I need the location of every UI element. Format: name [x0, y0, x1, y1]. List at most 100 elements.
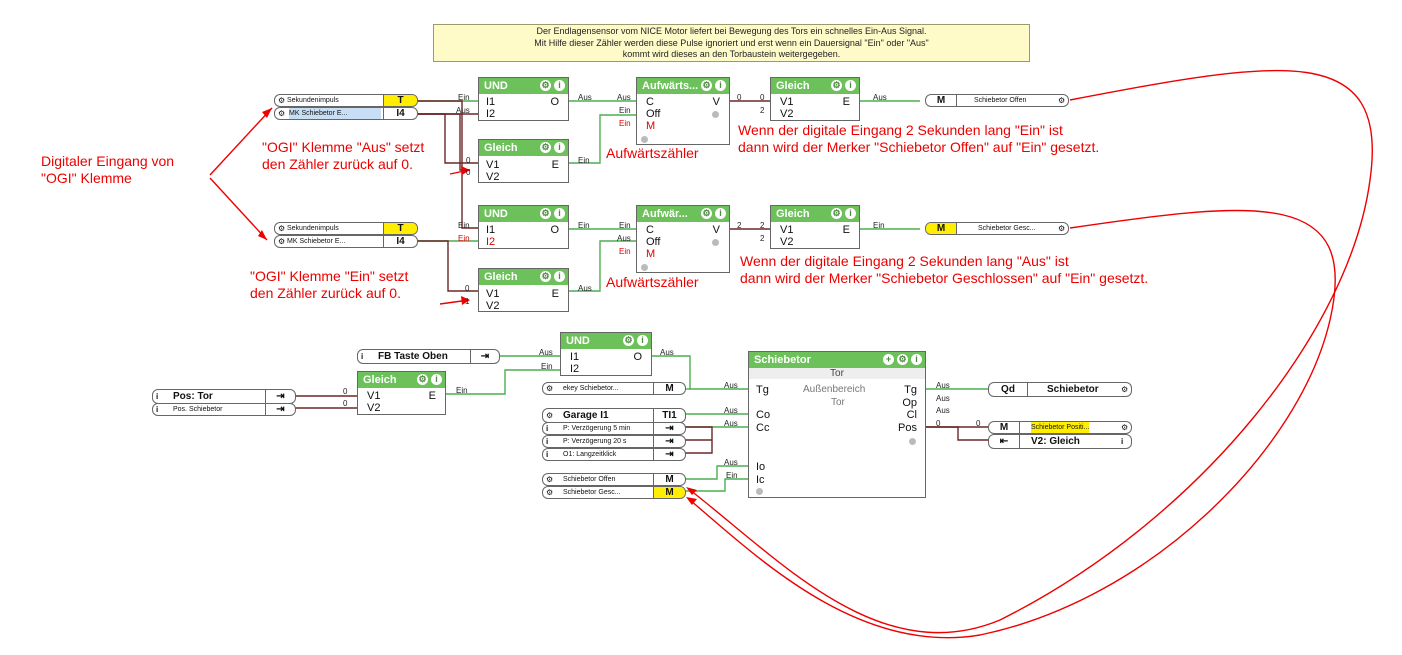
block-gleich-4[interactable]: Gleich ⚙i V1 V2 E [770, 205, 860, 249]
annotation-digital-input: Digitaler Eingang von "OGI" Klemme [41, 153, 174, 187]
block-header: Aufwär... ⚙i [637, 206, 729, 222]
info-icon[interactable]: i [911, 354, 922, 365]
block-title: Gleich [776, 80, 810, 92]
pin-in: V2 [486, 171, 500, 183]
info-icon[interactable]: i [554, 271, 565, 282]
wire-label: Ein [458, 221, 470, 230]
block-schiebetor[interactable]: Schiebetor + ⚙ i Tor Außenbereich Tor Tg… [748, 351, 926, 498]
wire-label: Ein [873, 221, 885, 230]
info-icon: i [546, 437, 549, 446]
info-icon[interactable]: i [1121, 437, 1124, 446]
annotation-arrow [209, 177, 268, 241]
output-schiebetor-offen[interactable]: M Schiebetor Offen ⚙ [925, 94, 1069, 107]
pin-in: V1 [486, 159, 500, 171]
wire [446, 369, 560, 395]
pin-in: V2 [780, 236, 794, 248]
info-icon[interactable]: i [715, 208, 726, 219]
gear-icon[interactable]: ⚙ [1058, 96, 1066, 105]
block-aufwaertszaehler-1[interactable]: Aufwärts... ⚙i C Off M V [636, 77, 730, 145]
block-und-2[interactable]: UND ⚙i I1 I2 O [478, 205, 569, 249]
info-icon[interactable]: i [845, 208, 856, 219]
add-pin-icon[interactable] [909, 438, 916, 445]
wire-label: Ein [578, 156, 590, 165]
input-sekundenimpuls-2[interactable]: ⚙ Sekundenimpuls T [274, 222, 418, 235]
input-schiebetor-offen[interactable]: ⚙ Schiebetor Offen M [542, 473, 686, 486]
wire-label: Aus [936, 406, 950, 415]
gear-icon[interactable]: ⚙ [540, 271, 551, 282]
gear-icon[interactable]: ⚙ [701, 80, 712, 91]
block-und-1[interactable]: UND ⚙i I1 I2 O [478, 77, 569, 121]
annotation-line: "OGI" Klemme "Ein" setzt [250, 268, 409, 284]
wire-label: 0 [737, 93, 742, 102]
input-sekundenimpuls-1[interactable]: ⚙ Sekundenimpuls T [274, 94, 418, 107]
input-fb-taste-oben[interactable]: i FB Taste Oben ⇥ [357, 349, 500, 364]
input-label: P: Verzögerung 5 min [563, 425, 631, 432]
add-pin-icon[interactable] [641, 136, 648, 143]
gear-icon: ⚙ [546, 384, 554, 393]
info-icon[interactable]: i [554, 142, 565, 153]
input-label: MK Schiebetor E... [287, 238, 346, 245]
gear-icon[interactable]: ⚙ [1121, 385, 1129, 394]
exit-icon: ⇥ [653, 423, 685, 434]
wire-label: Ein [619, 119, 631, 128]
add-icon[interactable]: + [883, 354, 894, 365]
input-verzoegerung-20s[interactable]: i P: Verzögerung 20 s ⇥ [542, 435, 686, 448]
pin-in: Co [756, 409, 771, 421]
wire-label: Ein [541, 362, 553, 371]
input-mk-schiebetor-1[interactable]: ⚙ MK Schiebetor E... I4 [274, 107, 418, 120]
input-langzeitklick[interactable]: i O1: Langzeitklick ⇥ [542, 448, 686, 461]
add-pin-icon[interactable] [641, 264, 648, 271]
wire [926, 426, 988, 441]
pin-out: V [712, 96, 720, 108]
add-pin-icon[interactable] [756, 488, 763, 495]
pin-in: Cc [756, 422, 770, 434]
output-schiebetor-position[interactable]: M Schiebetor Positi... ⚙ [988, 421, 1132, 434]
pin-out: O [550, 224, 559, 236]
block-und-3[interactable]: UND ⚙i I1 I2 O [560, 332, 652, 376]
input-mk-schiebetor-2[interactable]: ⚙ MK Schiebetor E... I4 [274, 235, 418, 248]
gear-icon[interactable]: ⚙ [701, 208, 712, 219]
gear-icon[interactable]: ⚙ [897, 354, 908, 365]
output-schiebetor-geschlossen[interactable]: M Schiebetor Gesc... ⚙ [925, 222, 1069, 235]
input-pos-schiebetor[interactable]: i Pos. Schiebetor ⇥ [152, 403, 296, 416]
info-icon[interactable]: i [715, 80, 726, 91]
info-icon[interactable]: i [431, 374, 442, 385]
exit-icon: ⇤ [989, 435, 1020, 448]
block-gleich-5[interactable]: Gleich ⚙i V1 V2 E [357, 371, 446, 415]
info-icon[interactable]: i [845, 80, 856, 91]
block-gleich-2[interactable]: Gleich ⚙i V1 V2 E [770, 77, 860, 121]
output-qd-schiebetor[interactable]: Qd Schiebetor ⚙ [988, 382, 1132, 397]
add-pin-icon[interactable] [712, 111, 719, 118]
wire [417, 240, 478, 292]
gear-icon[interactable]: ⚙ [417, 374, 428, 385]
input-garage-i1[interactable]: ⚙ Garage I1 TI1 [542, 408, 686, 423]
add-pin-icon[interactable] [712, 239, 719, 246]
gear-icon[interactable]: ⚙ [540, 142, 551, 153]
pin-in: I2 [486, 108, 496, 120]
output-v2-gleich[interactable]: ⇤ V2: Gleich i [988, 434, 1132, 449]
info-icon[interactable]: i [554, 80, 565, 91]
gear-icon[interactable]: ⚙ [540, 208, 551, 219]
block-aufwaertszaehler-2[interactable]: Aufwär... ⚙i C Off M V [636, 205, 730, 273]
pin-in: Off [646, 108, 661, 120]
input-label: Pos. Schiebetor [173, 406, 223, 413]
gear-icon[interactable]: ⚙ [1121, 423, 1129, 432]
block-gleich-3[interactable]: Gleich ⚙i V1 V2 E [478, 268, 569, 312]
gear-icon[interactable]: ⚙ [540, 80, 551, 91]
gear-icon[interactable]: ⚙ [831, 80, 842, 91]
input-pos-tor[interactable]: i Pos: Tor ⇥ [152, 389, 296, 404]
info-icon[interactable]: i [554, 208, 565, 219]
block-gleich-1[interactable]: Gleich ⚙i V1 V2 E [478, 139, 569, 183]
gear-icon[interactable]: ⚙ [1058, 224, 1066, 233]
wire-label: 0 [760, 93, 765, 102]
input-tag: I4 [383, 108, 417, 119]
input-ekey-schiebetor[interactable]: ⚙ ekey Schiebetor... M [542, 382, 686, 395]
gear-icon[interactable]: ⚙ [623, 335, 634, 346]
block-subtitle: Tor [749, 368, 925, 379]
info-icon[interactable]: i [637, 335, 648, 346]
gear-icon[interactable]: ⚙ [831, 208, 842, 219]
wire [652, 355, 748, 390]
input-schiebetor-geschlossen[interactable]: ⚙ Schiebetor Gesc... M [542, 486, 686, 499]
input-verzoegerung-5min[interactable]: i P: Verzögerung 5 min ⇥ [542, 422, 686, 435]
